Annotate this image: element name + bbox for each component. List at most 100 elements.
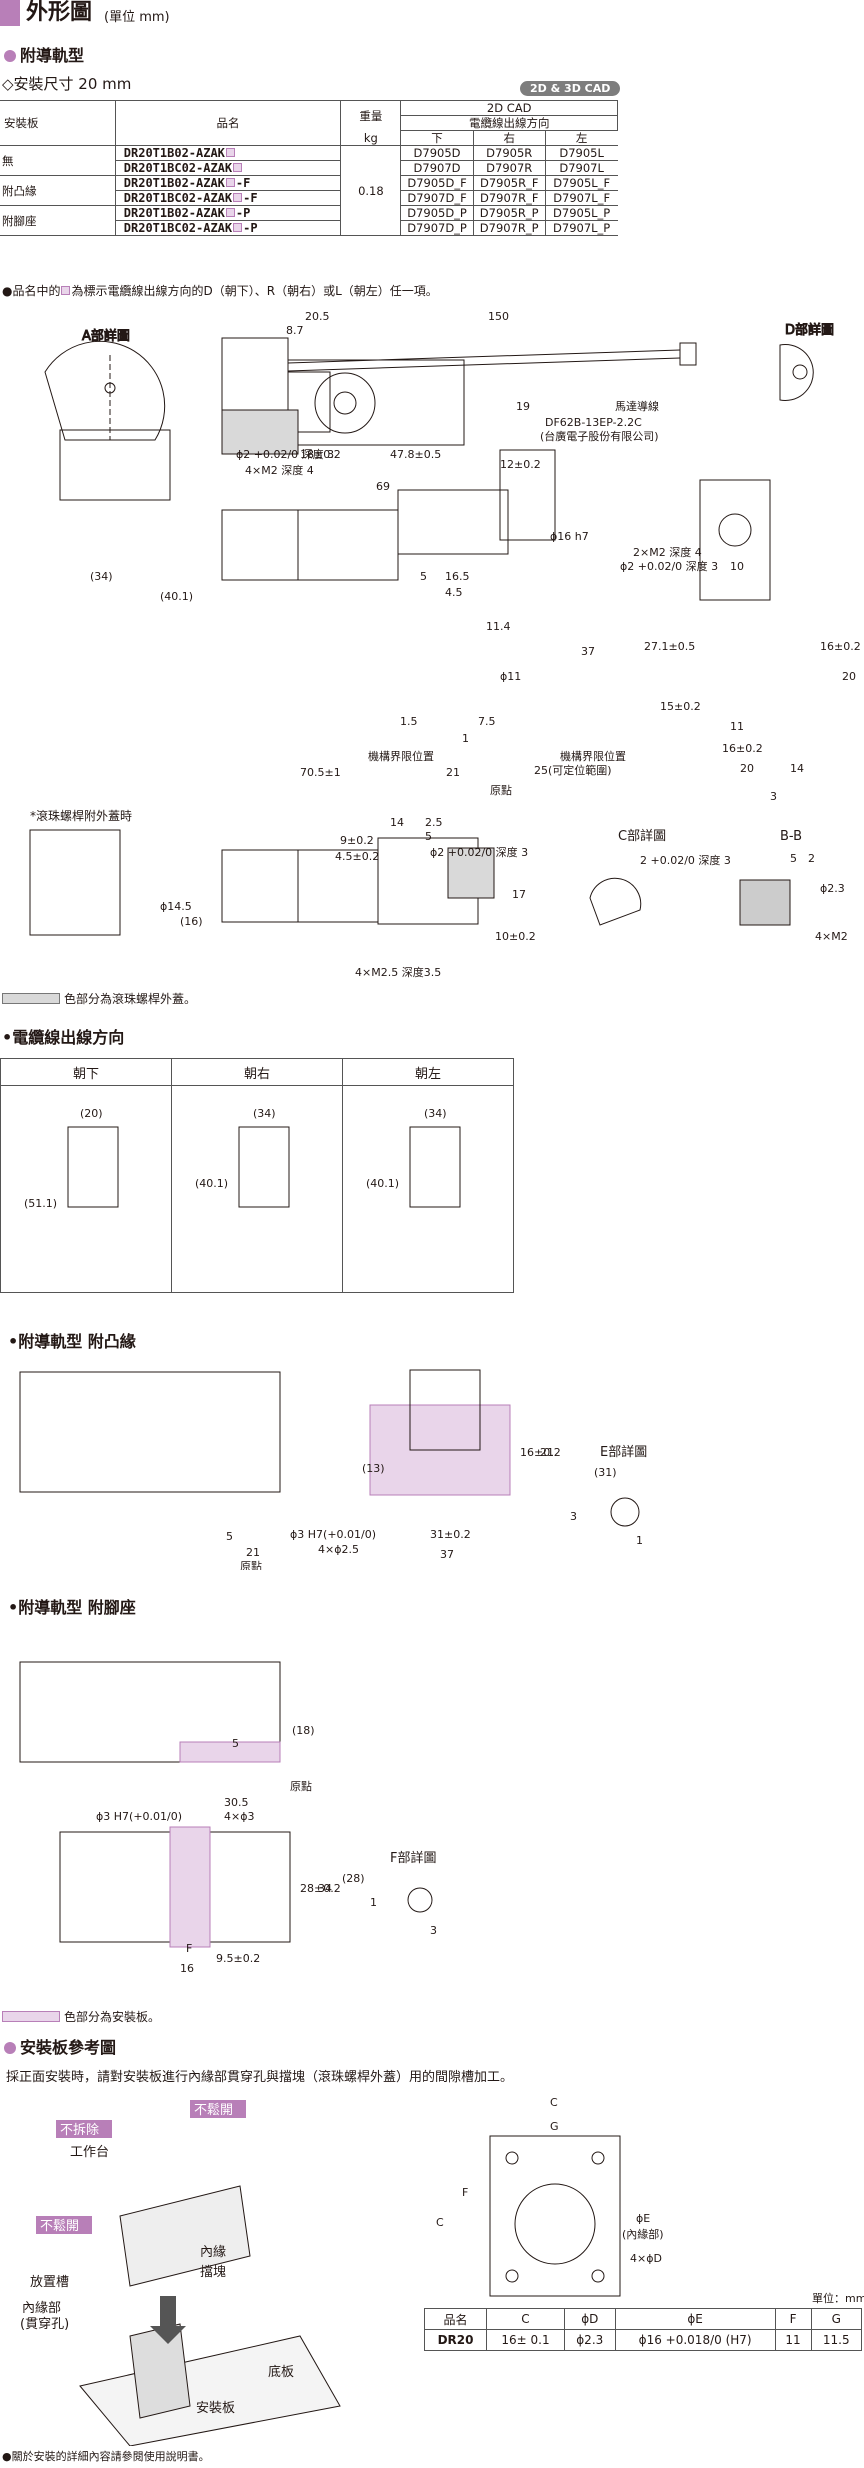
th-down: 下 bbox=[400, 130, 474, 146]
cell-cad-left: D7907L bbox=[544, 160, 618, 176]
plate-col-header: C bbox=[486, 2308, 565, 2330]
label-origin: 原點 bbox=[490, 784, 512, 797]
actuator-side bbox=[297, 509, 399, 581]
label-f-detail: F部詳圖 bbox=[390, 1850, 436, 1866]
cell-cad-left: D7907L_F bbox=[544, 190, 618, 206]
dim-31p: (31) bbox=[594, 1466, 617, 1479]
label-origin-f: 原點 bbox=[240, 1560, 262, 1570]
dim-16p: (16) bbox=[180, 915, 203, 928]
cell-cad-down: D7905D_P bbox=[400, 205, 474, 221]
section-plate-title: 安裝板參考圖 bbox=[4, 2038, 116, 2058]
cell-cad-right: D7907R_F bbox=[472, 190, 546, 206]
cell-cad-down: D7907D_P bbox=[400, 220, 474, 236]
placeholder-square-icon bbox=[233, 223, 243, 232]
flange-body bbox=[409, 1369, 481, 1451]
c-detail-body bbox=[589, 877, 642, 926]
label-e-detail: E部詳圖 bbox=[600, 1444, 647, 1460]
dim-28: 28±0.2 bbox=[300, 1882, 341, 1895]
cable-direction-table: 朝下 朝右 朝左 (20)(51.1) (34)(40.1) (34)(40.1… bbox=[0, 1058, 514, 1293]
dim-7-5: 7.5 bbox=[478, 715, 496, 728]
plate-col-header: 品名 bbox=[423, 2308, 488, 2330]
plate-plan bbox=[489, 2135, 621, 2297]
label-unit: 單位：mm bbox=[812, 2291, 864, 2305]
dim-21fb: 21 bbox=[540, 1446, 554, 1459]
dim-34c: (34) bbox=[424, 1107, 447, 1120]
section-foot-title: •附導軌型 附腳座 bbox=[8, 1598, 136, 1617]
no-remove-tag bbox=[56, 2120, 112, 2138]
th-name: 品名 bbox=[114, 100, 342, 146]
cable-left-drawing: (34) (40.1) bbox=[366, 1107, 461, 1208]
dim-21f: 21 bbox=[246, 1546, 260, 1559]
dim-10b: 10±0.2 bbox=[495, 930, 536, 943]
dim-12: 12±0.2 bbox=[500, 458, 541, 471]
dim-9: 9±0.2 bbox=[340, 834, 374, 847]
iso-base bbox=[79, 2335, 341, 2446]
motor-side bbox=[221, 509, 299, 581]
label-mech-limit-2: 機構界限位置 bbox=[560, 749, 626, 763]
dim-hole2: ϕ2 +0.02/0 深度 3 bbox=[236, 447, 334, 461]
dim-47-8: 47.8±0.5 bbox=[390, 448, 441, 461]
dim-c-top: C bbox=[550, 2096, 558, 2109]
dim-c-left: C bbox=[436, 2216, 444, 2229]
dim-g: G bbox=[550, 2120, 559, 2133]
no-loosen-tag bbox=[190, 2100, 246, 2118]
foot-side-view bbox=[19, 1661, 281, 1763]
header-accent-block bbox=[0, 0, 20, 26]
cable-right-view: (34)(40.1) bbox=[171, 1085, 343, 1293]
plate-cell: DR20 bbox=[423, 2329, 488, 2351]
dim-3p: 3 bbox=[430, 1924, 437, 1937]
dim-2-3: ϕ2.3 bbox=[820, 882, 845, 895]
plate-cell: 16± 0.1 bbox=[486, 2329, 565, 2351]
dim-19: 19 bbox=[516, 400, 530, 413]
cell-mount: 無 bbox=[0, 145, 116, 176]
dim-37f: 37 bbox=[440, 1548, 454, 1561]
dim-28p: (28) bbox=[342, 1872, 365, 1885]
rotary-circle bbox=[314, 372, 376, 434]
label-slot: 放置槽 bbox=[30, 2275, 69, 2290]
th-cad: 2D CAD bbox=[400, 100, 618, 116]
plate-footnote: ●關於安裝的詳細內容請參閱使用說明書。 bbox=[2, 2450, 210, 2463]
dim-3f: 3 bbox=[570, 1510, 577, 1523]
dim-40-1: (40.1) bbox=[160, 590, 193, 603]
d-detail-hole bbox=[792, 364, 808, 380]
dim-4xphi3: 4×ϕ3 bbox=[224, 1810, 254, 1823]
cell-weight: 0.18 bbox=[340, 145, 402, 236]
label-maker: (台廣電子股份有限公司) bbox=[540, 429, 659, 443]
label-mount-plate: 安裝板 bbox=[196, 2401, 235, 2416]
cover-part bbox=[447, 847, 495, 899]
dim-34b: (34) bbox=[253, 1107, 276, 1120]
label-origin-p: 原點 bbox=[290, 1780, 312, 1793]
dim-8-7: 8.7 bbox=[286, 324, 304, 337]
cell-cad-left: D7905L bbox=[544, 145, 618, 161]
end-view-circle bbox=[718, 513, 752, 547]
dim-hole2b: ϕ2 +0.02/0 深度 3 bbox=[620, 559, 718, 573]
flange-drawing: 5 21 原點 (13) 16±0.2 21 ϕ3 H7(+0.01/0) 4×… bbox=[19, 1369, 647, 1570]
dim-5b: 5 bbox=[425, 830, 432, 843]
th-direction: 電纜線出線方向 bbox=[400, 115, 618, 131]
cover-motor bbox=[221, 849, 299, 923]
label-base: 底板 bbox=[268, 2364, 294, 2380]
dim-m2: 4×M2 深度 4 bbox=[245, 463, 314, 477]
plate-hole-4 bbox=[591, 2269, 605, 2283]
dim-2-5: 2.5 bbox=[425, 816, 443, 829]
dim-1p: 1 bbox=[370, 1896, 377, 1909]
flange-side-view bbox=[19, 1371, 281, 1493]
motor-side-top bbox=[221, 409, 299, 455]
cell-part-number: DR20T1BC02-AZAK-F bbox=[114, 190, 342, 206]
cell-cad-down: D7907D bbox=[400, 160, 474, 176]
section-flange-title: •附導軌型 附凸緣 bbox=[8, 1332, 136, 1351]
end-view-right bbox=[699, 479, 771, 601]
dim-40-1c: (40.1) bbox=[366, 1177, 399, 1190]
foot-plate-side bbox=[179, 1741, 281, 1763]
label-inner-hole-2: (貫穿孔) bbox=[20, 2316, 69, 2332]
section-rail-title: 附導軌型 bbox=[4, 46, 84, 66]
th-left: 左 bbox=[544, 130, 618, 146]
dim-14-5: ϕ14.5 bbox=[160, 900, 192, 913]
motor-lead-line bbox=[287, 349, 681, 364]
mount-pitch: ◇安裝尺寸 20 mm bbox=[2, 75, 132, 93]
dim-18p: (18) bbox=[292, 1724, 315, 1737]
